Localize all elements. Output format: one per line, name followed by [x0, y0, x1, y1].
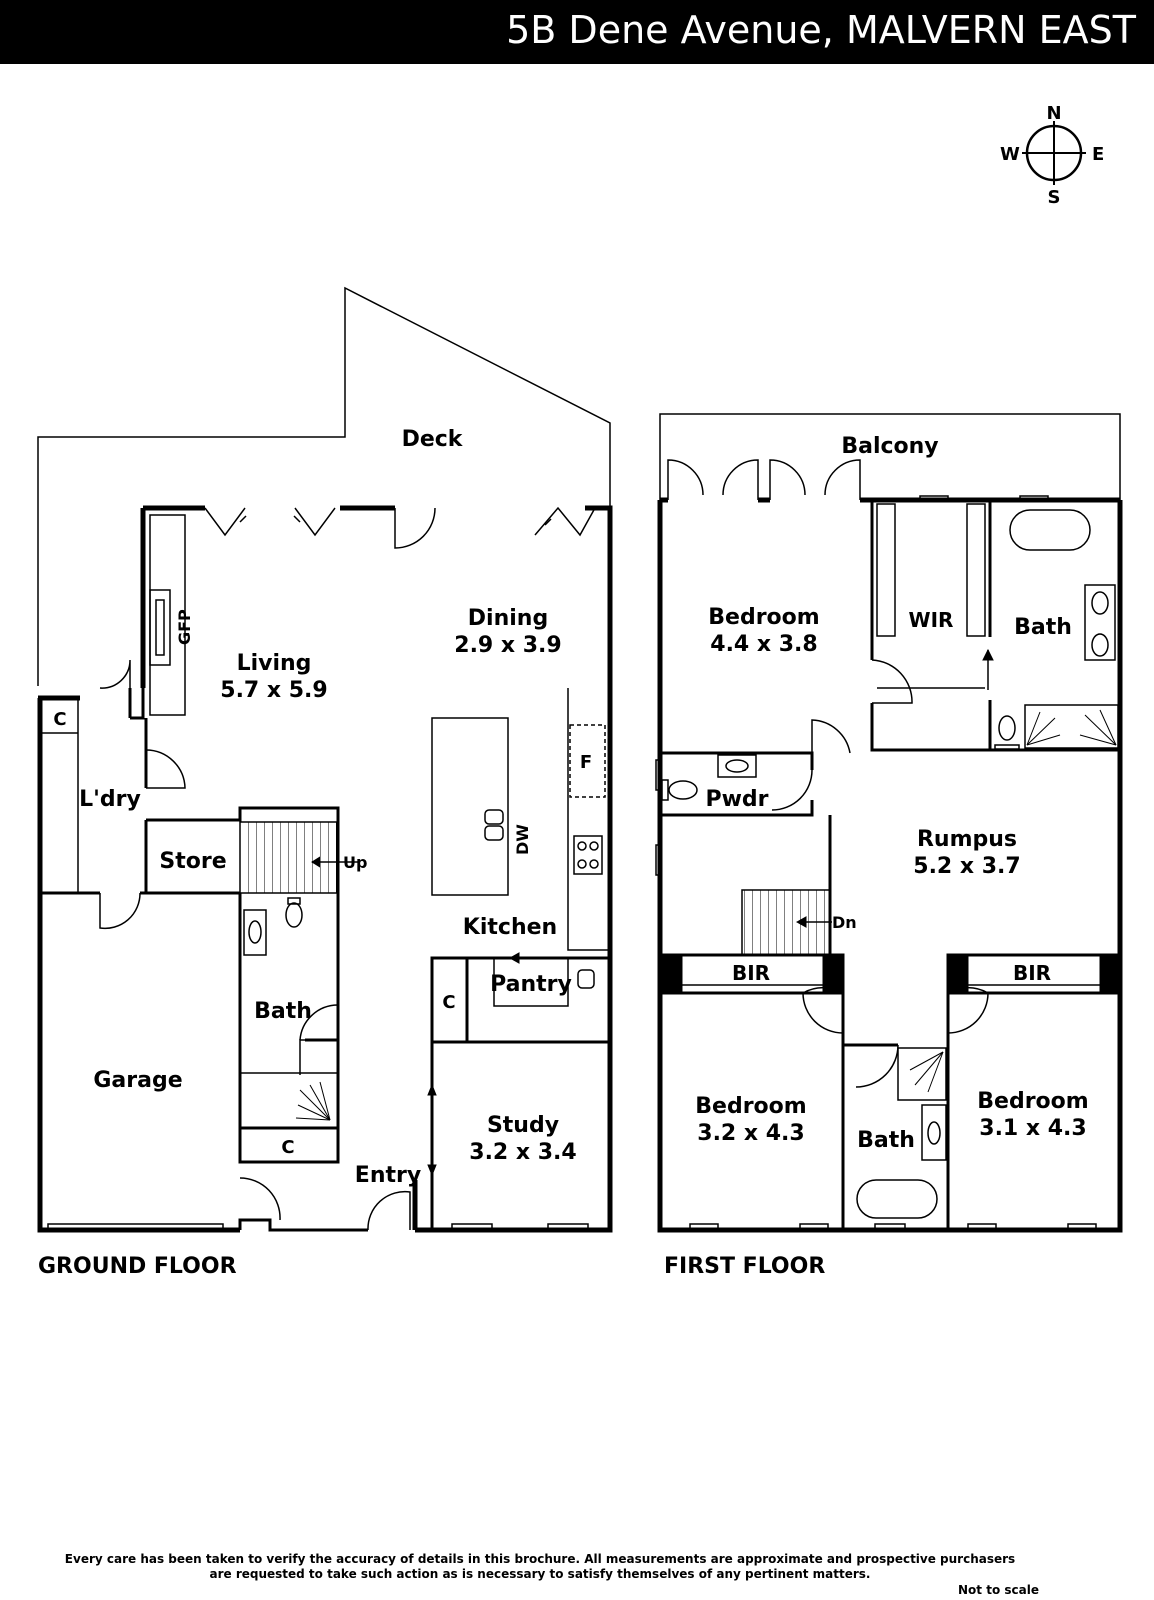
bir-label-left: BIR	[732, 961, 770, 985]
kitchen-label: Kitchen	[463, 915, 557, 940]
laundry-label: L'dry	[79, 787, 141, 812]
entry-label: Entry	[355, 1163, 421, 1188]
first-floor-labels: Balcony Bedroom 4.4 x 3.8 WIR Bath Pwdr …	[695, 434, 1088, 1153]
pantry-label: Pantry	[490, 972, 572, 997]
bedroom-3-size: 3.1 x 4.3	[979, 1116, 1086, 1141]
ground-floor-caption: GROUND FLOOR	[38, 1254, 237, 1279]
living-size: 5.7 x 5.9	[220, 678, 327, 703]
gfp-label: GFP	[175, 609, 194, 645]
cupboard-label-3: C	[281, 1137, 294, 1158]
header-banner: 5B Dene Avenue, MALVERN EAST	[0, 0, 1154, 64]
deck-label: Deck	[402, 427, 464, 452]
dining-size: 2.9 x 3.9	[454, 633, 561, 658]
cupboard-label-1: C	[53, 709, 66, 730]
disclaimer-line-2: are requested to take such action as is …	[209, 1567, 871, 1581]
compass-east: E	[1092, 144, 1104, 165]
powder-room-label: Pwdr	[705, 787, 768, 812]
ensuite-label: Bath	[1014, 615, 1072, 640]
study-label: Study	[487, 1113, 559, 1138]
store-label: Store	[159, 849, 226, 874]
main-bedroom-label: Bedroom	[708, 605, 819, 630]
cupboard-label-2: C	[442, 992, 455, 1013]
bedroom-2-size: 3.2 x 4.3	[697, 1121, 804, 1146]
property-address: 5B Dene Avenue, MALVERN EAST	[506, 8, 1136, 52]
wir-label: WIR	[909, 608, 954, 632]
bir-label-right: BIR	[1013, 961, 1051, 985]
first-floor-bath-label: Bath	[857, 1128, 915, 1153]
first-floor-caption: FIRST FLOOR	[664, 1254, 826, 1279]
rumpus-label: Rumpus	[917, 827, 1017, 852]
balcony-label: Balcony	[841, 434, 938, 459]
rumpus-size: 5.2 x 3.7	[913, 854, 1020, 879]
first-floor-showers	[909, 709, 1117, 1093]
ground-floor-plan	[37, 286, 613, 1233]
bedroom-2-label: Bedroom	[695, 1094, 806, 1119]
compass-south: S	[1048, 187, 1061, 208]
disclaimer: Every care has been taken to verify the …	[40, 1552, 1040, 1582]
disclaimer-line-1: Every care has been taken to verify the …	[64, 1552, 1016, 1566]
study-size: 3.2 x 3.4	[469, 1140, 576, 1165]
ground-bath-label: Bath	[254, 999, 312, 1024]
garage-label: Garage	[93, 1068, 182, 1093]
compass: N S E W	[1000, 103, 1104, 208]
living-label: Living	[237, 651, 312, 676]
fridge-label: F	[580, 752, 592, 773]
stair-down-label: Dn	[832, 913, 857, 932]
main-bedroom-size: 4.4 x 3.8	[710, 632, 817, 657]
scale-note: Not to scale	[958, 1583, 1039, 1597]
ground-floor-labels: Deck Dining 2.9 x 3.9 Living 5.7 x 5.9 G…	[53, 427, 592, 1188]
dishwasher-label: DW	[513, 824, 532, 855]
first-floor-plan	[655, 413, 1123, 1233]
compass-north: N	[1046, 103, 1061, 124]
bedroom-3-label: Bedroom	[977, 1089, 1088, 1114]
dining-label: Dining	[468, 606, 548, 631]
ground-shower	[295, 1081, 331, 1121]
compass-west: W	[1000, 144, 1020, 165]
stair-up-label: Up	[343, 853, 367, 872]
